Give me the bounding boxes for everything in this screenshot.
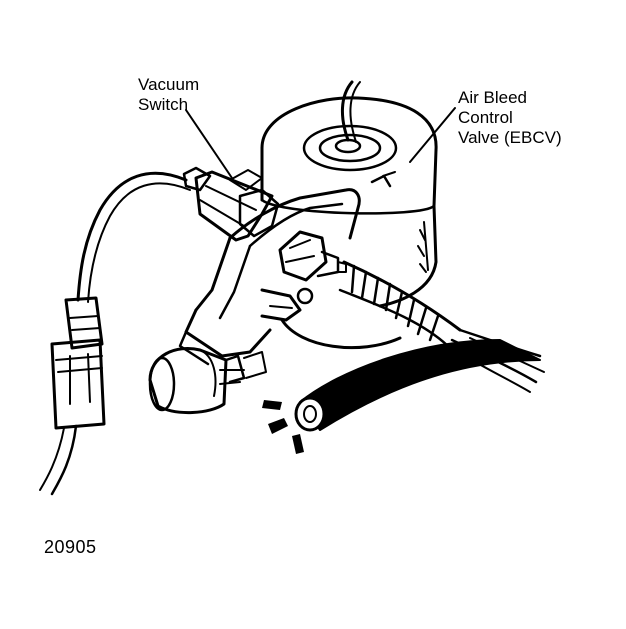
- leader-lines: [185, 107, 456, 179]
- ebcv-label: Air Bleed Control Valve (EBCV): [458, 88, 562, 148]
- mounting-bracket: [178, 188, 361, 366]
- air-leak-marks: [262, 400, 304, 454]
- vacuum-switch-label-line2: Switch: [138, 95, 189, 114]
- vacuum-switch-label-line1: Vacuum: [138, 75, 200, 94]
- figure-number: 20905: [44, 537, 97, 557]
- ebcv-label-line1: Air Bleed: [458, 88, 527, 107]
- ebcv-label-line3: Valve (EBCV): [458, 128, 562, 147]
- ebcv-canister: [260, 80, 438, 350]
- vacuum-switch: [182, 166, 280, 242]
- vacuum-switch-label: Vacuum Switch: [138, 75, 199, 115]
- solenoid-connector: [148, 347, 267, 415]
- vacuum-switch-wiring: [39, 171, 191, 496]
- valve-fitting: [278, 230, 347, 282]
- ebcv-label-line2: Control: [458, 108, 513, 127]
- disconnected-hose: [294, 339, 541, 432]
